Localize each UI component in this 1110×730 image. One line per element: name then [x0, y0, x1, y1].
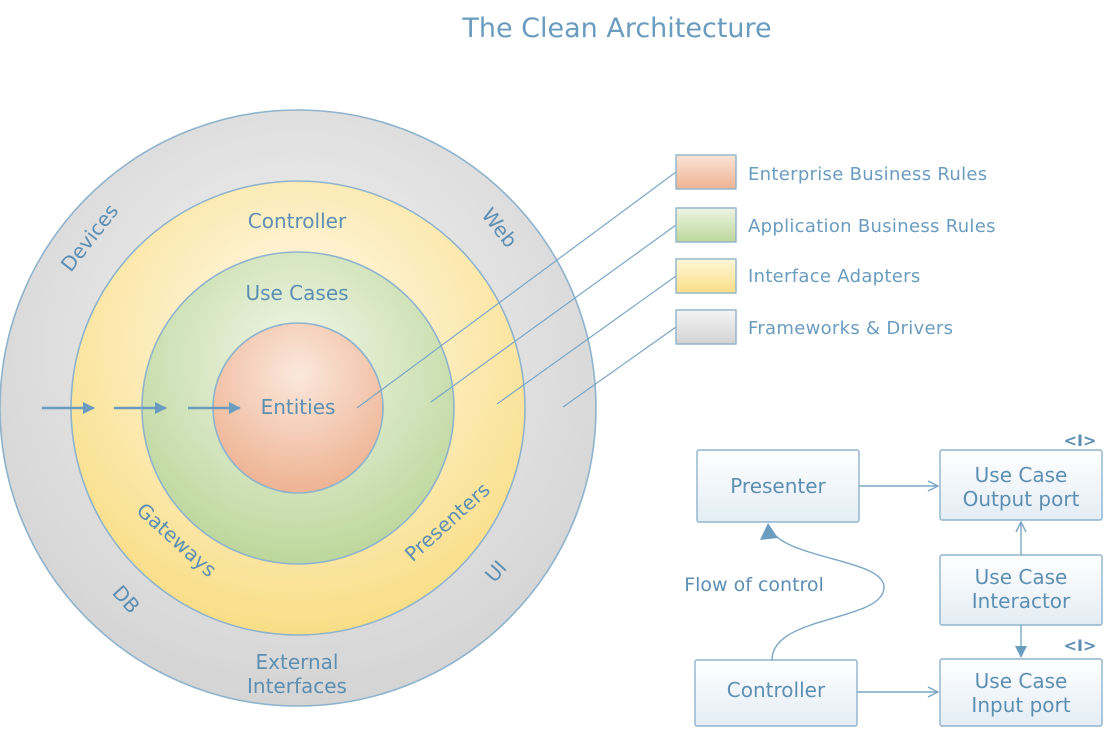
input-port-label-line2: Input port: [971, 693, 1070, 717]
architecture-rings: [0, 109, 597, 707]
legend-swatch-adapters: [675, 258, 737, 294]
use-case-input-port-box: [939, 658, 1103, 727]
legend-connector-enterprise: [356, 171, 677, 409]
page-title: The Clean Architecture: [461, 13, 771, 44]
flow-of-control-label: Flow of control: [684, 574, 824, 596]
external-interfaces-label-line2: Interfaces: [247, 674, 347, 698]
legend-swatch-frameworks: [675, 309, 737, 345]
legend-label-application: Application Business Rules: [748, 216, 996, 237]
input-port-label-line1: Use Case: [975, 669, 1068, 693]
interactor-label-line2: Interactor: [972, 589, 1071, 613]
legend-connector-application: [430, 224, 677, 403]
entities-label: Entities: [261, 395, 336, 419]
output-port-interface-marker: <I>: [1064, 431, 1097, 450]
output-port-label-line1: Use Case: [975, 463, 1068, 487]
controller-box: [694, 659, 858, 727]
legend-swatch-application: [675, 207, 737, 243]
legend-label-adapters: Interface Adapters: [748, 266, 921, 287]
interactor-label-line1: Use Case: [975, 565, 1068, 589]
legend-label-frameworks: Frameworks & Drivers: [748, 318, 953, 339]
flow-of-control-diagram: Presenter <I> Use Case Output port Use C…: [684, 431, 1103, 727]
flow-of-control-arrowhead: [760, 523, 778, 540]
controller-ring-label: Controller: [248, 209, 347, 233]
flow-of-control-curve: [768, 525, 885, 661]
legend-connectors: [356, 171, 677, 409]
external-interfaces-label-line1: External: [256, 650, 339, 674]
legend: Enterprise Business Rules Application Bu…: [675, 154, 996, 345]
use-cases-label: Use Cases: [245, 281, 348, 305]
legend-connector-frameworks: [562, 326, 677, 408]
output-port-label-line2: Output port: [963, 487, 1080, 511]
controller-box-label: Controller: [727, 678, 826, 702]
presenter-label: Presenter: [730, 474, 826, 498]
legend-swatch-enterprise: [675, 154, 737, 190]
legend-label-enterprise: Enterprise Business Rules: [748, 164, 987, 185]
input-port-interface-marker: <I>: [1064, 636, 1097, 655]
legend-connector-adapters: [496, 275, 677, 405]
use-case-output-port-box: [939, 449, 1103, 521]
